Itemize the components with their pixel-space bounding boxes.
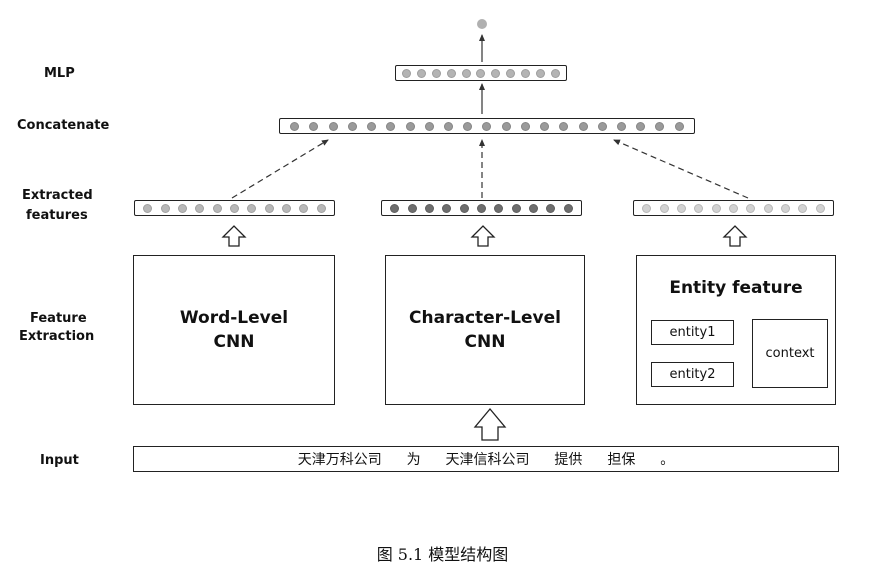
vector-node: [521, 68, 531, 78]
vector-node: [501, 121, 511, 131]
vector-node: [212, 203, 222, 213]
vector-node: [659, 203, 669, 213]
hollow-arrow-word: [221, 225, 247, 247]
vector-node: [424, 121, 434, 131]
vector-node: [550, 68, 560, 78]
label-feature: Feature: [30, 311, 87, 326]
vector-node: [597, 121, 607, 131]
vector-node: [386, 121, 396, 131]
hollow-arrow-entity: [722, 225, 748, 247]
vector-node: [264, 203, 274, 213]
character-cnn-title: CNN: [464, 332, 506, 352]
entity-features-vector: [633, 200, 834, 216]
input-sentence: 天津万科公司 为 天津信科公司 提供 担保 。: [133, 446, 839, 472]
vector-node: [511, 203, 521, 213]
vector-node: [309, 121, 319, 131]
vector-node: [546, 203, 556, 213]
word-level-cnn-box: Word-Level CNN: [133, 255, 335, 405]
vector-node: [482, 121, 492, 131]
vector-node: [711, 203, 721, 213]
vector-node: [563, 203, 573, 213]
character-level-title: Character-Level: [409, 308, 561, 328]
vector-node: [674, 121, 684, 131]
vector-node: [247, 203, 257, 213]
vector-node: [316, 203, 326, 213]
entity1-box: entity1: [651, 320, 734, 345]
mlp-vector: [395, 65, 567, 81]
entity2-box: entity2: [651, 362, 734, 387]
vector-node: [559, 121, 569, 131]
vector-node: [520, 121, 530, 131]
concatenate-vector: [279, 118, 695, 134]
vector-node: [407, 203, 417, 213]
vector-node: [328, 121, 338, 131]
arrow-word-to-concat: [231, 139, 329, 199]
vector-node: [463, 121, 473, 131]
vector-node: [443, 121, 453, 131]
vector-node: [528, 203, 538, 213]
vector-node: [763, 203, 773, 213]
vector-node: [281, 203, 291, 213]
entity-feature-title: Entity feature: [669, 278, 803, 298]
hollow-arrow-input: [473, 407, 507, 441]
vector-node: [143, 203, 153, 213]
vector-node: [290, 121, 300, 131]
word-features-vector: [134, 200, 335, 216]
label-mlp: MLP: [44, 66, 75, 81]
vector-node: [459, 203, 469, 213]
vector-node: [676, 203, 686, 213]
label-concatenate: Concatenate: [17, 118, 110, 133]
vector-node: [416, 68, 426, 78]
vector-node: [299, 203, 309, 213]
figure-caption: 图 5.1 模型结构图: [376, 545, 509, 564]
vector-node: [390, 203, 400, 213]
label-features: features: [26, 208, 88, 223]
vector-node: [424, 203, 434, 213]
vector-node: [540, 121, 550, 131]
label-input: Input: [40, 453, 79, 468]
vector-node: [476, 203, 486, 213]
vector-node: [728, 203, 738, 213]
vector-node: [616, 121, 626, 131]
vector-node: [815, 203, 825, 213]
vector-node: [431, 68, 441, 78]
vector-node: [746, 203, 756, 213]
vector-node: [506, 68, 516, 78]
entity-feature-box: Entity feature entity1 entity2 context: [636, 255, 836, 405]
vector-node: [401, 68, 411, 78]
vector-node: [655, 121, 665, 131]
vector-node: [367, 121, 377, 131]
vector-node: [798, 203, 808, 213]
vector-node: [578, 121, 588, 131]
arrow-entity-to-concat: [613, 139, 749, 199]
vector-node: [636, 121, 646, 131]
vector-node: [494, 203, 504, 213]
character-level-cnn-box: Character-Level CNN: [385, 255, 585, 405]
vector-node: [177, 203, 187, 213]
vector-node: [461, 68, 471, 78]
vector-node: [446, 68, 456, 78]
vector-node: [694, 203, 704, 213]
char-features-vector: [381, 200, 582, 216]
context-box: context: [752, 319, 828, 388]
vector-node: [195, 203, 205, 213]
output-node: [477, 19, 487, 29]
vector-node: [347, 121, 357, 131]
vector-node: [442, 203, 452, 213]
vector-node: [642, 203, 652, 213]
vector-node: [536, 68, 546, 78]
word-cnn-title: CNN: [213, 332, 255, 352]
label-extraction: Extraction: [19, 329, 95, 344]
vector-node: [491, 68, 501, 78]
vector-node: [476, 68, 486, 78]
vector-node: [780, 203, 790, 213]
vector-node: [405, 121, 415, 131]
vector-node: [229, 203, 239, 213]
vector-node: [160, 203, 170, 213]
label-extracted: Extracted: [22, 188, 93, 203]
word-level-title: Word-Level: [179, 308, 289, 328]
hollow-arrow-char: [470, 225, 496, 247]
